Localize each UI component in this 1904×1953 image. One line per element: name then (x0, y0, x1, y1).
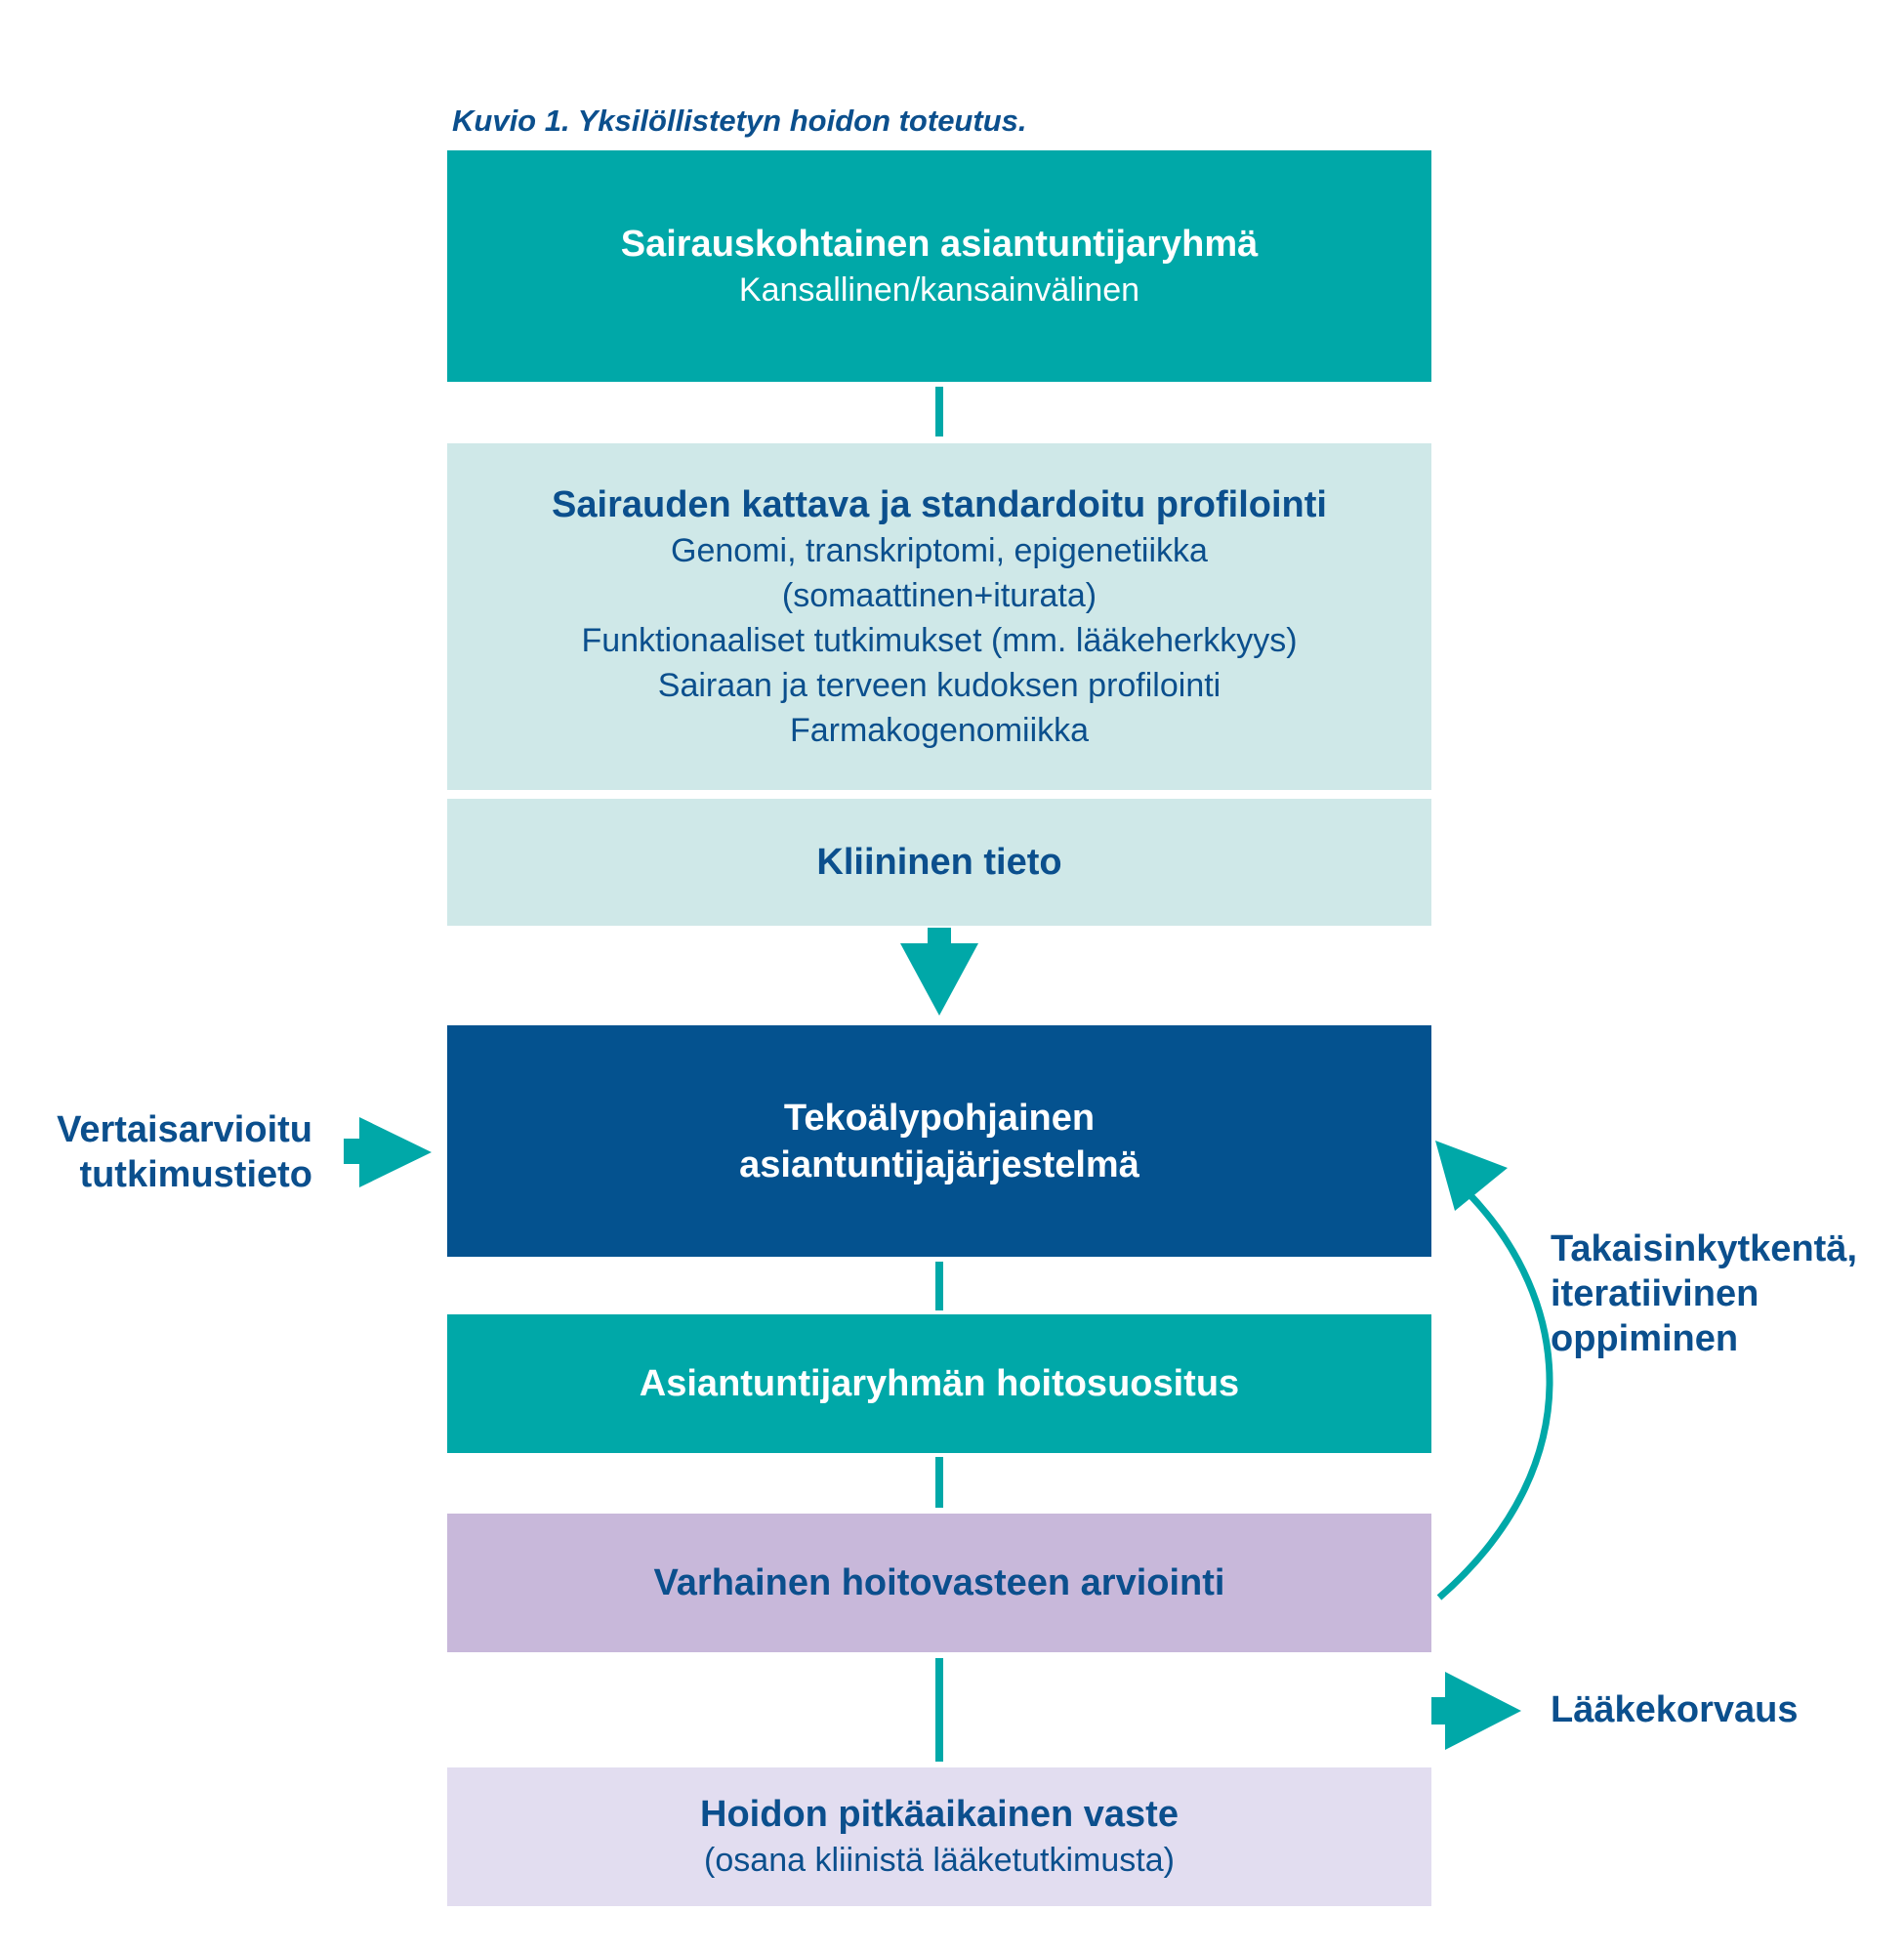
right-arrow-icon (344, 1117, 432, 1187)
down-arrow-icon (900, 928, 978, 1016)
profiling-line: Farmakogenomiikka (789, 711, 1090, 749)
right-arrow-icon (1431, 1672, 1521, 1750)
expert-group-box: Sairauskohtainen asiantuntijaryhmä Kansa… (447, 150, 1431, 382)
peer-reviewed-label: Vertaisarvioitu tutkimustieto (57, 1107, 312, 1197)
early-response-box: Varhainen hoitovasteen arviointi (447, 1514, 1431, 1652)
recommendation-box: Asiantuntijaryhmän hoitosuositus (447, 1314, 1431, 1453)
feedback-line3: oppiminen (1551, 1318, 1739, 1359)
long-term-response-box: Hoidon pitkäaikainen vaste (osana kliini… (447, 1767, 1431, 1906)
ai-system-title-line1: Tekoälypohjainen (783, 1097, 1096, 1139)
clinical-data-box: Kliininen tieto (447, 799, 1431, 926)
peer-reviewed-line1: Vertaisarvioitu (57, 1109, 312, 1150)
profiling-title: Sairauden kattava ja standardoitu profil… (552, 483, 1327, 525)
expert-group-title: Sairauskohtainen asiantuntijaryhmä (620, 223, 1259, 265)
feedback-line2: iteratiivinen (1551, 1273, 1759, 1314)
figure-caption: Kuvio 1. Yksilöllistetyn hoidon toteutus… (452, 104, 1027, 138)
feedback-label: Takaisinkytkentä, iteratiivinen oppimine… (1551, 1226, 1857, 1361)
long-term-subtitle: (osana kliinistä lääketutkimusta) (704, 1842, 1175, 1879)
long-term-title: Hoidon pitkäaikainen vaste (700, 1794, 1179, 1835)
recommendation-title: Asiantuntijaryhmän hoitosuositus (639, 1363, 1240, 1404)
feedback-curved-arrow-icon (1435, 1141, 1553, 1600)
profiling-box: Sairauden kattava ja standardoitu profil… (447, 443, 1431, 790)
ai-system-box: Tekoälypohjainen asiantuntijajärjestelmä (447, 1025, 1431, 1257)
early-response-title: Varhainen hoitovasteen arviointi (653, 1562, 1225, 1603)
profiling-line: Funktionaaliset tutkimukset (mm. lääkehe… (581, 621, 1298, 659)
profiling-line: Sairaan ja terveen kudoksen profilointi (657, 666, 1221, 704)
clinical-data-title: Kliininen tieto (816, 842, 1062, 883)
ai-system-title-line2: asiantuntijajärjestelmä (739, 1143, 1139, 1185)
profiling-line: (somaattinen+iturata) (781, 576, 1097, 614)
reimbursement-label: Lääkekorvaus (1551, 1689, 1799, 1730)
peer-reviewed-line2: tutkimustieto (79, 1154, 312, 1195)
feedback-line1: Takaisinkytkentä, (1551, 1228, 1858, 1269)
profiling-line: Genomi, transkriptomi, epigenetiikka (671, 531, 1208, 569)
expert-group-subtitle: Kansallinen/kansainvälinen (738, 270, 1140, 309)
